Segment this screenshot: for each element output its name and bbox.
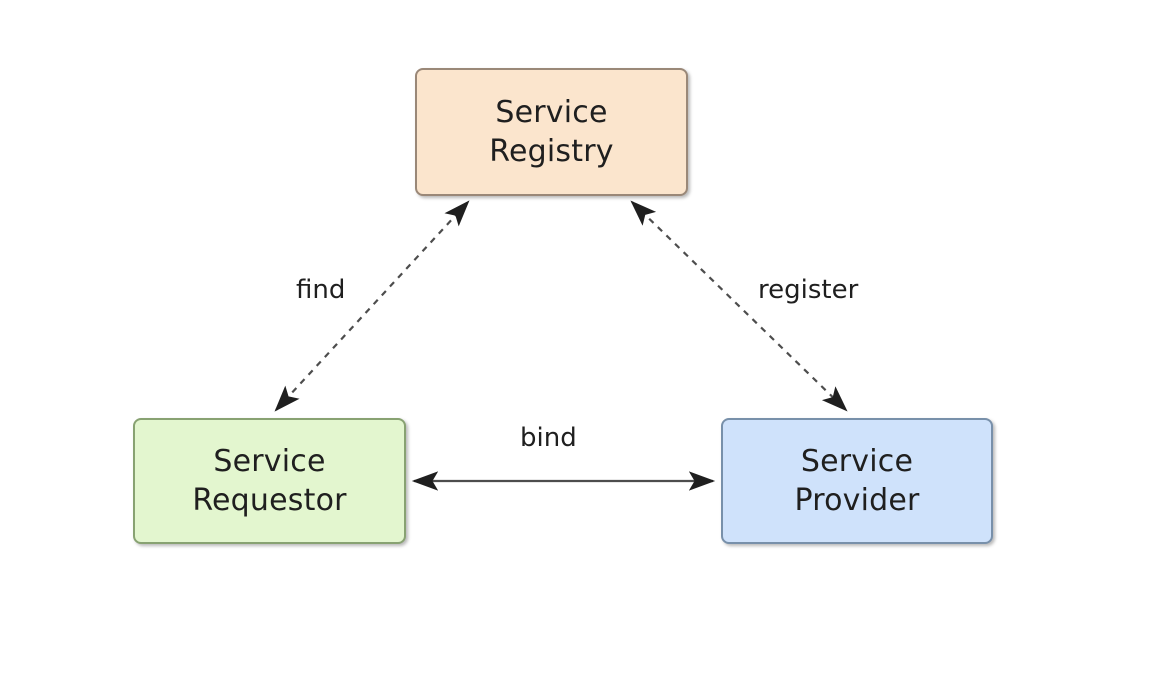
node-service-provider[interactable]: Service Provider <box>721 418 993 544</box>
node-service-provider-line-1: Service <box>800 444 914 479</box>
node-service-requestor-line-1: Service <box>213 444 326 479</box>
edge-find-line <box>274 200 470 412</box>
node-service-registry[interactable]: Service Registry <box>415 68 688 196</box>
node-service-provider-line-2: Provider <box>794 483 920 518</box>
edge-register-line <box>630 200 848 412</box>
edge-label-bind: bind <box>514 422 583 454</box>
node-service-requestor-line-2: Requestor <box>192 483 347 518</box>
edge-label-find: find <box>290 274 352 306</box>
node-service-registry-line-1: Service <box>495 95 608 130</box>
node-service-registry-line-2: Registry <box>489 134 614 169</box>
node-service-requestor[interactable]: Service Requestor <box>133 418 406 544</box>
edge-label-register: register <box>752 274 865 306</box>
